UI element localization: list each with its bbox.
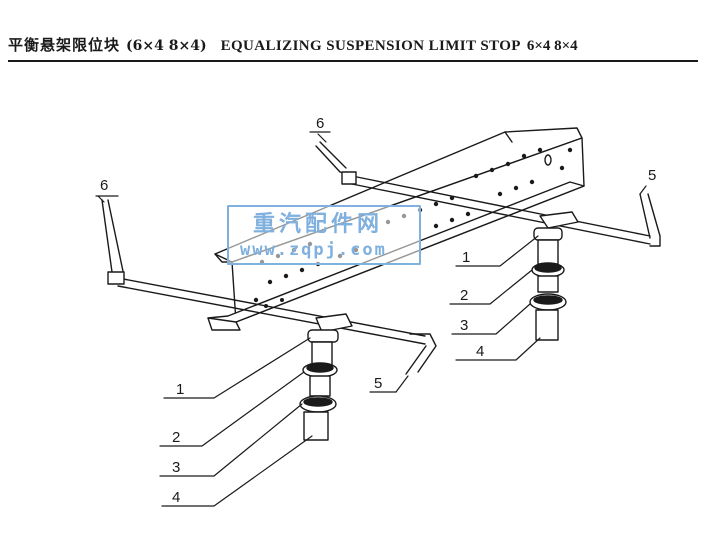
- callout-3-rear: 3: [460, 317, 468, 334]
- hole: [253, 297, 259, 303]
- front-stop-column-lower: [309, 375, 331, 397]
- leader-5-front: [395, 375, 409, 393]
- header-rule: [8, 60, 698, 62]
- rear-stop-column-lower: [537, 275, 559, 293]
- title-english-code: 6×4 8×4: [526, 38, 578, 54]
- callout-1-rear: 1: [462, 249, 470, 266]
- hole: [489, 167, 495, 173]
- hole: [280, 298, 284, 302]
- hole: [433, 201, 439, 207]
- callout-4-rear: 4: [476, 343, 484, 360]
- frame-rail-lip: [207, 317, 241, 331]
- front-stop-part-3-rim: [303, 397, 333, 407]
- callout-5-front: 5: [374, 375, 382, 392]
- callout-4-front: 4: [172, 489, 180, 506]
- rear-stop-part-3-rim: [533, 295, 563, 305]
- rear-stop-part-1: [533, 227, 563, 241]
- frame-rail-edge: [504, 131, 513, 143]
- watermark: 重汽配件网 www.zqpj.com: [227, 205, 421, 265]
- callout-6-left: 6: [100, 177, 108, 194]
- hole: [521, 153, 527, 159]
- hole: [449, 217, 455, 223]
- hole: [513, 185, 519, 191]
- leader-6-top: [317, 133, 327, 143]
- callout-5-right: 5: [648, 167, 656, 184]
- front-cross-rod-bottom: [117, 285, 426, 345]
- title-chinese-code: (6×4 8×4): [126, 38, 207, 54]
- hole: [497, 191, 503, 197]
- rear-cross-rod-bottom: [351, 183, 651, 245]
- front-left-end-block: [107, 271, 125, 285]
- hole: [559, 165, 565, 171]
- hole: [473, 173, 479, 179]
- title-chinese: 平衡悬架限位块: [8, 36, 121, 54]
- rear-stop-column: [537, 239, 559, 265]
- page-header: 平衡悬架限位块 (6×4 8×4) EQUALIZING SUSPENSION …: [8, 34, 702, 55]
- front-stop-part-1: [307, 329, 339, 343]
- callout-2-rear: 2: [460, 287, 468, 304]
- rear-cross-rod-top: [351, 175, 651, 237]
- rear-left-end-block: [341, 171, 357, 185]
- callout-6-top: 6: [316, 115, 324, 132]
- leader-front-3: [159, 403, 303, 477]
- rear-bracket: [539, 211, 579, 229]
- watermark-box: [227, 205, 421, 265]
- hole: [505, 161, 511, 167]
- leader-rear-3: [451, 303, 531, 335]
- watermark-name: 重汽配件网: [253, 211, 383, 237]
- hole: [465, 211, 471, 217]
- rear-stop-part-2-rim: [534, 263, 562, 273]
- front-axle-assembly: [101, 199, 437, 441]
- leader-rear-1: [455, 235, 539, 267]
- front-stop-part-2-rim: [306, 363, 334, 373]
- rear-left-arm: [315, 141, 355, 177]
- hole: [529, 179, 535, 185]
- hole: [299, 267, 305, 273]
- callout-labels: 6 6 5 5 1 2 3 4 1 2 3 4: [100, 115, 656, 506]
- leader-6-left: [97, 195, 105, 203]
- leader-lines: [95, 131, 647, 507]
- callout-2-front: 2: [172, 429, 180, 446]
- watermark-url: www.zqpj.com: [240, 240, 387, 260]
- callout-3-front: 3: [172, 459, 180, 476]
- front-bracket: [315, 313, 353, 333]
- rear-right-arm: [639, 193, 661, 247]
- hole: [283, 273, 289, 279]
- rear-stop-part-4: [535, 309, 559, 341]
- hole: [433, 223, 439, 229]
- leader-front-4: [161, 435, 313, 507]
- title-english: EQUALIZING SUSPENSION LIMIT STOP: [220, 38, 521, 54]
- leader-rear-2: [449, 269, 533, 305]
- front-stop-part-4: [303, 411, 329, 441]
- front-cross-rod-top: [117, 277, 426, 337]
- leader-rear-4: [455, 337, 541, 361]
- leader-5-right: [639, 185, 647, 195]
- hole: [537, 147, 543, 153]
- hole: [567, 147, 573, 153]
- frame-rail-oval-hole: [544, 154, 552, 166]
- rear-axle-assembly: [315, 141, 661, 341]
- front-right-arm: [405, 333, 437, 375]
- callout-1-front: 1: [176, 381, 184, 398]
- hole: [267, 279, 273, 285]
- leader-front-1: [163, 337, 311, 399]
- front-left-arm: [101, 199, 125, 277]
- leader-front-2: [159, 371, 305, 447]
